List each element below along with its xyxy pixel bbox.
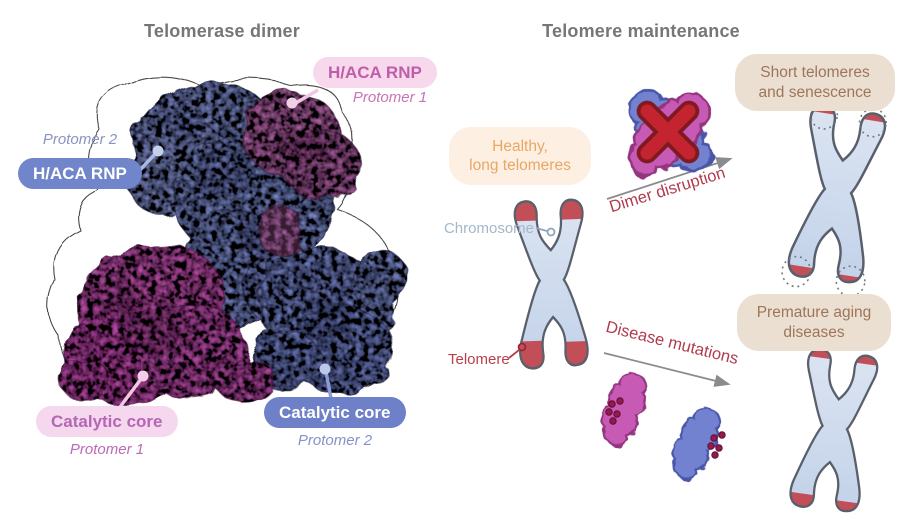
senescence-box-line1: Short telomeres xyxy=(760,64,870,82)
annotation-connectors xyxy=(508,227,556,359)
premature-box-line1: Premature aging xyxy=(756,304,872,322)
haca-rnp-protomer1-badge: H/ACA RNP xyxy=(313,57,437,89)
premature-chromosome-icon xyxy=(786,346,881,516)
senescence-box-line2: and senescence xyxy=(758,83,872,101)
right-panel-title: Telomere maintenance xyxy=(542,21,740,41)
senescent-chromosome-icon xyxy=(781,100,889,297)
premature-aging-box: Premature aging diseases xyxy=(737,294,891,351)
x-mark-icon xyxy=(636,100,700,164)
disease-mutations-arrow xyxy=(603,352,731,387)
em-density-map xyxy=(47,76,409,409)
mutation-dots xyxy=(605,397,726,459)
badge-connectors xyxy=(118,88,333,409)
premature-box-line2: diseases xyxy=(783,323,845,341)
healthy-box-line1: Healthy, xyxy=(492,137,548,155)
senescence-outcome-box: Short telomeres and senescence xyxy=(735,54,895,111)
haca-rnp-protomer1-sublabel: Protomer 1 xyxy=(352,89,428,106)
catalytic-core-protomer1-badge: Catalytic core xyxy=(36,406,178,438)
chromosome-label: Chromosome xyxy=(443,220,534,237)
catalytic-core-protomer1-sublabel: Protomer 1 xyxy=(69,441,145,458)
mutated-protomer-pink-icon xyxy=(593,366,655,451)
mutated-protomer-blue-icon xyxy=(662,400,729,485)
catalytic-core-protomer2-sublabel: Protomer 2 xyxy=(297,432,373,449)
healthy-telomeres-box: Healthy, long telomeres xyxy=(449,127,591,185)
healthy-box-line2: long telomeres xyxy=(469,157,571,174)
haca-rnp-protomer2-sublabel: Protomer 2 xyxy=(42,131,118,148)
catalytic-core-protomer2-badge: Catalytic core xyxy=(264,397,406,429)
em-pink-haca-mass xyxy=(241,89,361,257)
dimer-disruption-icon xyxy=(615,77,724,188)
em-magenta-core-mass xyxy=(59,242,276,407)
dimer-disruption-arrow xyxy=(606,157,733,200)
telomere-maintenance-graphics xyxy=(508,77,889,516)
telomere-label: Telomere xyxy=(448,351,510,368)
haca-rnp-protomer2-badge: H/ACA RNP xyxy=(18,158,142,190)
em-blue-core-mass xyxy=(249,248,409,393)
left-panel-title: Telomerase dimer xyxy=(144,21,300,41)
